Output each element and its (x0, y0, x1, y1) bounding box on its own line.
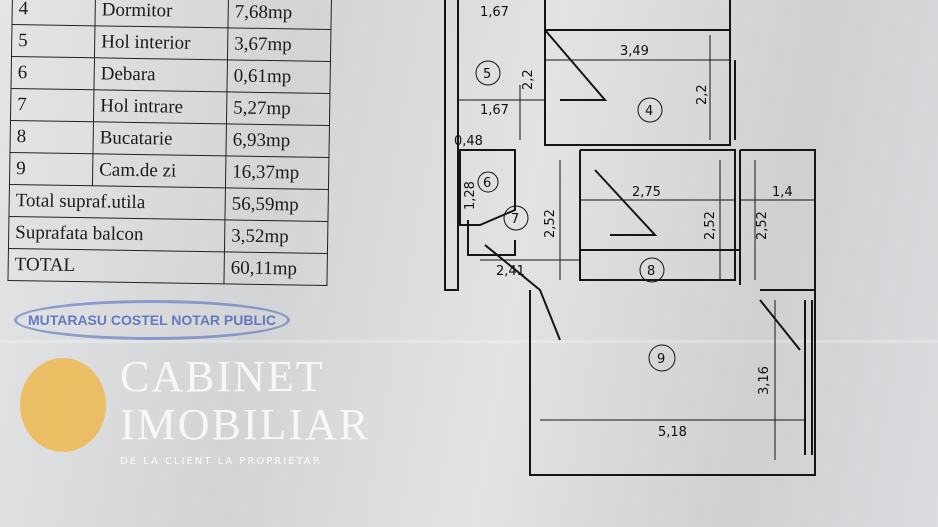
dim-label: 2,52 (703, 211, 718, 240)
watermark-line1: CABINET (120, 352, 325, 401)
watermark: CABINET IMOBILIAR DE LA CLIENT LA PROPRI… (20, 350, 420, 480)
dim-label: 2,52 (543, 209, 558, 238)
room-labels: 5 4 6 7 8 9 (475, 60, 676, 372)
dimension-lines (458, 35, 815, 460)
room-label: 5 (483, 67, 491, 82)
dim-label: 1,4 (772, 185, 793, 200)
paper-fold (0, 340, 938, 343)
dim-label: 1,67 (480, 5, 509, 20)
room-label: 6 (483, 176, 491, 191)
dim-label: 2,41 (496, 264, 525, 279)
dim-label: 0,48 (454, 134, 483, 149)
dim-label: 2,2 (695, 84, 710, 105)
room-label: 4 (645, 104, 653, 119)
dim-label: 1,28 (463, 181, 478, 210)
dim-label: 2,75 (632, 185, 661, 200)
watermark-tagline: DE LA CLIENT LA PROPRIETAR (120, 456, 322, 467)
room-label: 8 (647, 264, 655, 279)
dimension-labels: 1,67 3,49 2,2 1,67 2,2 0,48 1,28 2,75 1,… (454, 5, 793, 440)
notary-stamp: MUTARASU COSTEL NOTAR PUBLIC (14, 300, 290, 340)
watermark-logo (20, 358, 106, 452)
dim-label: 3,49 (620, 44, 649, 59)
room-label: 7 (511, 212, 519, 227)
stamp-text: MUTARASU COSTEL NOTAR PUBLIC (27, 312, 277, 328)
dim-label: 2,52 (755, 211, 770, 240)
dim-label: 2,2 (521, 69, 536, 90)
watermark-line2: IMOBILIAR (120, 400, 371, 449)
dim-label: 5,18 (658, 425, 687, 440)
room-label: 9 (657, 352, 665, 367)
dim-label: 1,67 (480, 103, 509, 118)
dim-label: 3,16 (757, 366, 772, 395)
walls (444, 0, 816, 476)
